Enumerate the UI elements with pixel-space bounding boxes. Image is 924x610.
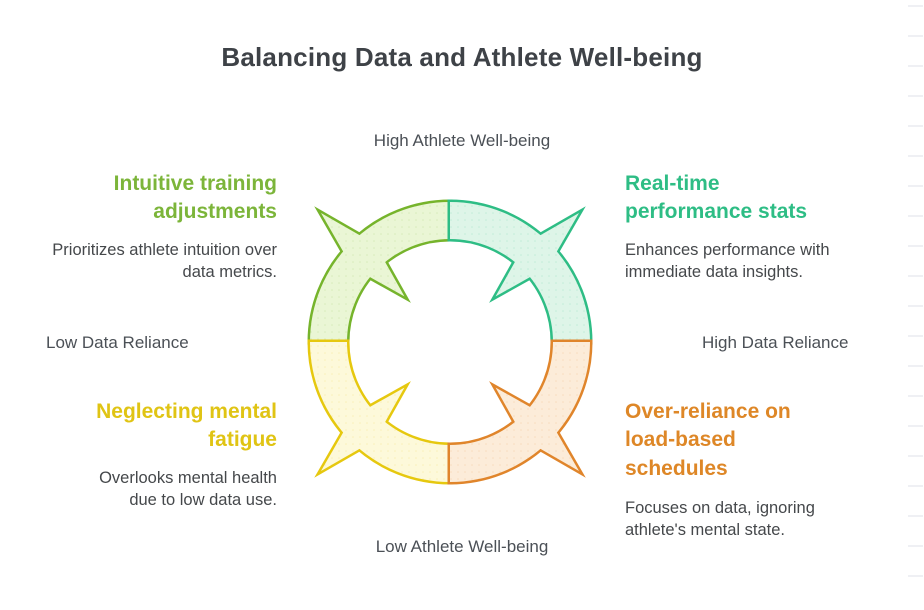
- quadrant-heading-bottom-left: Neglecting mental fatigue: [96, 400, 277, 452]
- arc-segment-bottom-right: [447, 339, 593, 485]
- quadrant-heading-top-right: Real-time performance stats: [625, 172, 808, 224]
- quadrant-description-top-left: Prioritizes athlete intuition over data …: [52, 241, 277, 281]
- quadrant-heading-top-left: Intuitive training adjustments: [113, 172, 277, 224]
- arc-arrow-star-top-right: [489, 206, 586, 303]
- axis-label-top: High Athlete Well-being: [373, 131, 551, 150]
- quadrant-description-bottom-left: Overlooks mental health due to low data …: [99, 469, 277, 509]
- arc-arrow-star-bottom-left: [314, 381, 411, 478]
- arc-arrow-star-bottom-right: [489, 381, 586, 478]
- page-title: Balancing Data and Athlete Well-being: [221, 42, 703, 72]
- axis-label-left: Low Data Reliance: [46, 333, 189, 352]
- axis-label-bottom: Low Athlete Well-being: [375, 537, 549, 556]
- arc-segment-bottom-left: [307, 339, 453, 485]
- arc-segment-top-left: [307, 199, 453, 345]
- quadrant-heading-bottom-right: Over-reliance on load-based schedules: [625, 400, 791, 480]
- quadrant-description-bottom-right: Focuses on data, ignoring athlete's ment…: [625, 499, 815, 539]
- quadrant-description-top-right: Enhances performance with immediate data…: [625, 241, 830, 281]
- axis-label-right: High Data Reliance: [702, 333, 849, 352]
- page-edge-ruler-ticks: [908, 5, 923, 605]
- arc-segment-top-right: [447, 199, 593, 345]
- arc-arrow-star-top-left: [314, 206, 411, 303]
